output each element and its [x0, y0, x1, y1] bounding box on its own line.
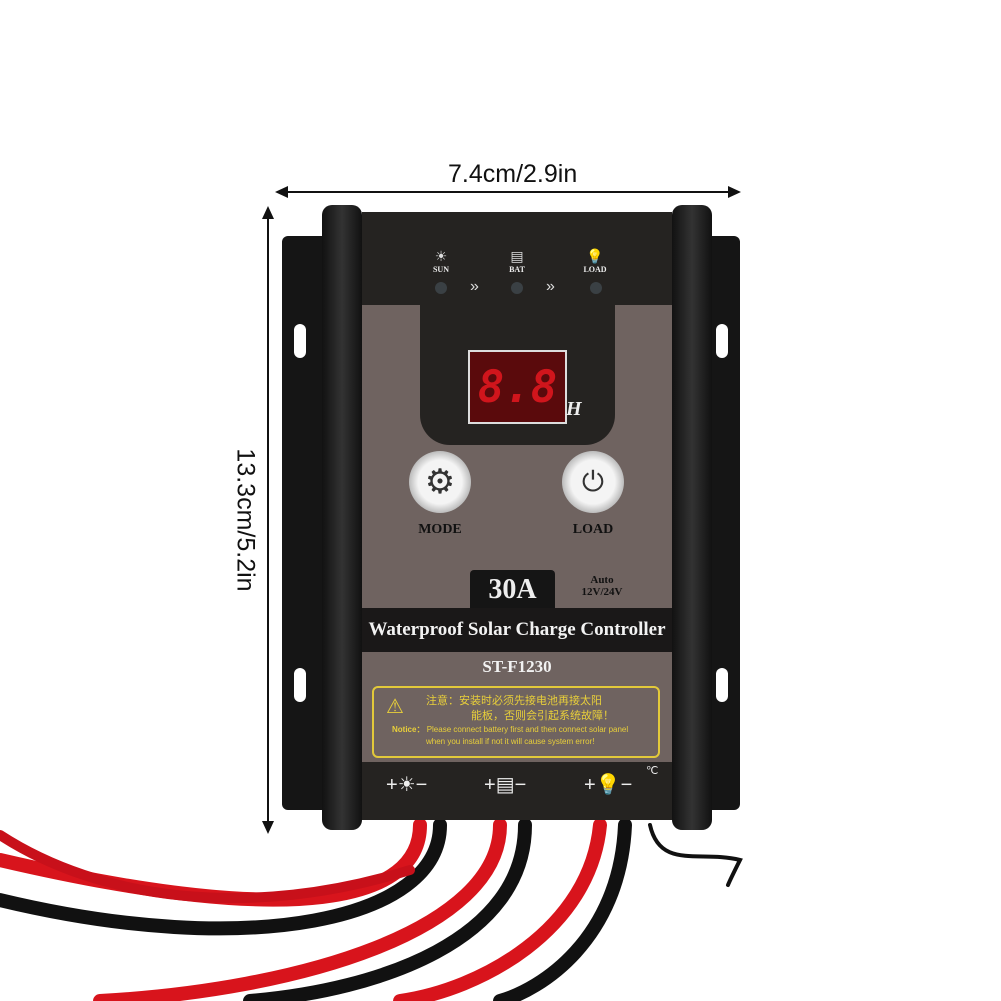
right-rail [672, 205, 712, 830]
product-title: Waterproof Solar Charge Controller [362, 608, 672, 652]
current-rating: 30A [470, 570, 555, 608]
warning-icon: ⚠ [386, 696, 404, 718]
battery-terminal: +▤− [484, 774, 527, 796]
load-terminal: +💡− [584, 774, 633, 796]
arrow-icon: » [470, 278, 479, 295]
temperature-sensor-label: ℃ [646, 765, 659, 777]
load-led [590, 282, 602, 294]
power-icon: ⏻ [581, 465, 605, 497]
mode-label: MODE [418, 522, 462, 537]
height-dimension-label: 13.3cm/5.2in [231, 448, 260, 592]
bulb-icon: 💡 [586, 248, 604, 264]
mode-button[interactable]: ⚙ [409, 451, 471, 513]
solar-terminal: +☀− [386, 774, 428, 796]
indicator-load: 💡LOAD [580, 248, 610, 274]
battery-icon: ▤ [495, 774, 515, 796]
front-panel: ☀SUN ▤BAT 💡LOAD » » 8.8 H ⚙ ⏻ MODE LOAD … [362, 212, 672, 820]
indicator-bat: ▤BAT [502, 248, 532, 274]
load-label: LOAD [572, 522, 614, 537]
sun-led [435, 282, 447, 294]
bat-led [511, 282, 523, 294]
arrow-icon: » [546, 278, 555, 295]
solar-panel-icon: ☀ [397, 774, 416, 796]
led-display: 8.8 [468, 350, 567, 424]
load-button[interactable]: ⏻ [562, 451, 624, 513]
display-unit: H [566, 398, 582, 420]
indicator-sun: ☀SUN [426, 248, 456, 274]
bulb-icon: 💡 [595, 774, 621, 796]
width-dimension-label: 7.4cm/2.9in [448, 160, 578, 188]
model-number: ST-F1230 [362, 652, 672, 682]
left-rail [322, 205, 362, 830]
battery-icon: ▤ [510, 248, 524, 264]
notice-box: ⚠ 注意：安装时必须先接电池再接太阳 能板，否则会引起系统故障！ Notice：… [372, 686, 660, 758]
gear-icon: ⚙ [424, 463, 456, 501]
solar-panel-icon: ☀ [434, 248, 448, 264]
